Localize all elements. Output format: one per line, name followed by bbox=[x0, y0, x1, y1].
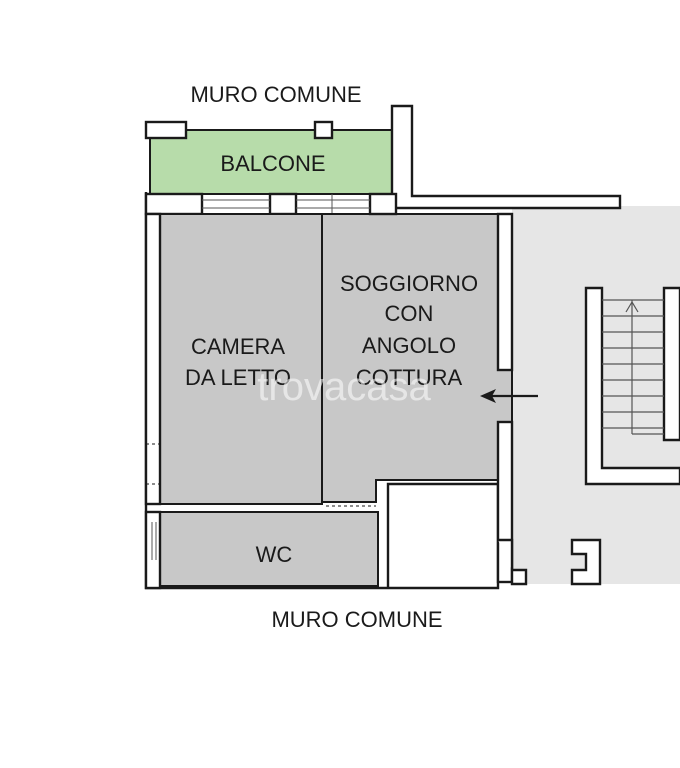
entrance-arrow-icon bbox=[480, 389, 538, 403]
corridor-step-left bbox=[498, 538, 528, 586]
label-wc: WC bbox=[256, 542, 293, 567]
wc-area bbox=[159, 511, 379, 587]
label-soggiorno-4: COTTURA bbox=[356, 365, 463, 390]
balcony-pillar-left bbox=[144, 120, 188, 140]
entrance-jamb-top bbox=[496, 212, 514, 372]
label-soggiorno-2: CON bbox=[385, 301, 434, 326]
label-soggiorno-3: ANGOLO bbox=[362, 333, 456, 358]
wc-left-wall bbox=[144, 510, 162, 590]
label-muro-comune-top: MURO COMUNE bbox=[190, 82, 361, 107]
balcone-area bbox=[149, 129, 393, 195]
stair-steps bbox=[602, 299, 664, 435]
stair-bottom-right bbox=[570, 538, 602, 586]
label-camera-2: DA LETTO bbox=[185, 365, 291, 390]
label-soggiorno-1: SOGGIORNO bbox=[340, 271, 478, 296]
stairwell-wall bbox=[584, 286, 680, 486]
bedroom-left-wall bbox=[144, 212, 162, 506]
watermark: trovacasa bbox=[257, 365, 431, 409]
label-muro-comune-bottom: MURO COMUNE bbox=[271, 607, 442, 632]
wall-stub-1 bbox=[268, 192, 298, 216]
balcony-pillar-mid bbox=[313, 120, 334, 140]
wall-stub-3 bbox=[144, 192, 204, 216]
stairwell-wall-right bbox=[662, 286, 680, 442]
balcony-right-wall bbox=[390, 104, 622, 210]
camera-area bbox=[159, 213, 323, 505]
label-balcone: BALCONE bbox=[220, 151, 325, 176]
soggiorno-area bbox=[289, 213, 513, 503]
wall-stub-2 bbox=[368, 192, 398, 216]
label-camera-1: CAMERA bbox=[191, 334, 285, 359]
